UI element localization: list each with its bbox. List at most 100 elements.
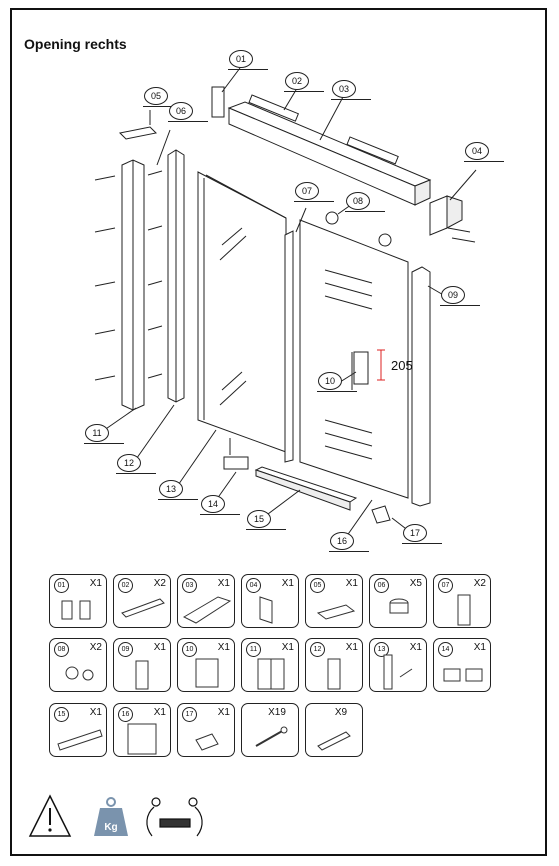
callout-03: 03 — [331, 80, 371, 100]
door-profile — [284, 230, 294, 463]
callout-label: 10 — [324, 376, 335, 386]
part-quantity: X5 — [409, 578, 422, 589]
threshold-rail — [254, 466, 358, 511]
part-quantity: X1 — [281, 578, 294, 589]
part-quantity: X1 — [217, 578, 230, 589]
part-quantity: X1 — [345, 642, 358, 653]
part-number: 03 — [182, 578, 197, 593]
part-quantity: X2 — [89, 642, 102, 653]
callout-08: 08 — [345, 192, 385, 212]
callout-06: 06 — [168, 102, 208, 122]
part-thumbnail — [65, 666, 94, 681]
callout-label: 16 — [336, 536, 347, 546]
callout-15: 15 — [246, 510, 286, 530]
part-quantity: X1 — [89, 707, 102, 718]
part-number: 05 — [310, 578, 325, 593]
screws — [94, 170, 476, 381]
part-tile: 07 X2 — [433, 574, 491, 628]
part-quantity: X1 — [153, 707, 166, 718]
callout-16: 16 — [329, 532, 369, 552]
wall-profile — [121, 159, 145, 411]
callout-label: 03 — [338, 84, 349, 94]
callout-04: 04 — [464, 142, 504, 162]
callout-07: 07 — [294, 182, 334, 202]
part-quantity: X1 — [409, 642, 422, 653]
callout-label: 04 — [471, 146, 482, 156]
part-thumbnail — [259, 596, 273, 624]
callout-label: 09 — [447, 290, 458, 300]
callout-label: 02 — [291, 76, 302, 86]
callout-10: 10 — [317, 372, 357, 392]
part-quantity: X1 — [345, 578, 358, 589]
callout-02: 02 — [284, 72, 324, 92]
part-number: 17 — [182, 707, 197, 722]
part-thumbnail — [57, 729, 103, 751]
callout-09: 09 — [440, 286, 480, 306]
two-person-lift-icon — [146, 797, 203, 837]
bottom-guide — [223, 438, 249, 470]
roller-set — [248, 94, 399, 165]
weight-icon: Kg — [94, 797, 128, 836]
door-rollers — [325, 211, 392, 247]
part-thumbnail — [457, 594, 471, 626]
part-number: 01 — [54, 578, 69, 593]
callout-14: 14 — [200, 495, 240, 515]
part-quantity: X1 — [473, 642, 486, 653]
part-tile: 17 X1 — [177, 703, 235, 757]
part-thumbnail — [61, 600, 91, 620]
callout-label: 12 — [123, 458, 134, 468]
callout-label: 17 — [409, 528, 420, 538]
warning-triangle-icon — [28, 794, 72, 837]
weight-label: Kg — [104, 822, 117, 833]
part-thumbnail — [182, 596, 232, 624]
part-thumbnail — [316, 604, 356, 620]
part-quantity: X2 — [153, 578, 166, 589]
top-rail — [227, 101, 432, 206]
part-tile: X9 — [305, 703, 363, 757]
callout-label: 13 — [165, 484, 176, 494]
side-profile — [167, 149, 185, 403]
part-thumbnail — [443, 668, 483, 682]
part-number: 13 — [374, 642, 389, 657]
callout-01: 01 — [228, 50, 268, 70]
wall-bracket — [429, 195, 463, 236]
part-tile: 03 X1 — [177, 574, 235, 628]
part-quantity: X1 — [217, 642, 230, 653]
part-tile: 04 X1 — [241, 574, 299, 628]
part-tile: X19 — [241, 703, 299, 757]
callout-12: 12 — [116, 454, 156, 474]
part-quantity: X2 — [473, 578, 486, 589]
callout-label: 05 — [150, 91, 161, 101]
part-number: 16 — [118, 707, 133, 722]
part-quantity: X1 — [153, 642, 166, 653]
callout-label: 01 — [235, 54, 246, 64]
dimension-line — [377, 349, 385, 381]
part-number: 08 — [54, 642, 69, 657]
part-tile: 16 X1 — [113, 703, 171, 757]
cap-part — [118, 126, 158, 140]
part-number: 07 — [438, 578, 453, 593]
warning-row: Kg — [28, 794, 203, 837]
bracket-part — [211, 86, 225, 118]
part-quantity: X1 — [217, 707, 230, 718]
callout-label: 15 — [253, 514, 264, 524]
part-number: 09 — [118, 642, 133, 657]
page-title: Opening rechts — [24, 36, 127, 52]
part-quantity: X1 — [281, 642, 294, 653]
part-quantity: X9 — [334, 707, 348, 718]
part-tile: 05 X1 — [305, 574, 363, 628]
door-guide — [371, 505, 391, 524]
callout-label: 08 — [352, 196, 363, 206]
callout-17: 17 — [402, 524, 442, 544]
part-thumbnail — [135, 660, 149, 690]
part-number: 04 — [246, 578, 261, 593]
part-number: 06 — [374, 578, 389, 593]
callout-label: 07 — [301, 186, 312, 196]
part-thumbnail — [383, 654, 413, 690]
